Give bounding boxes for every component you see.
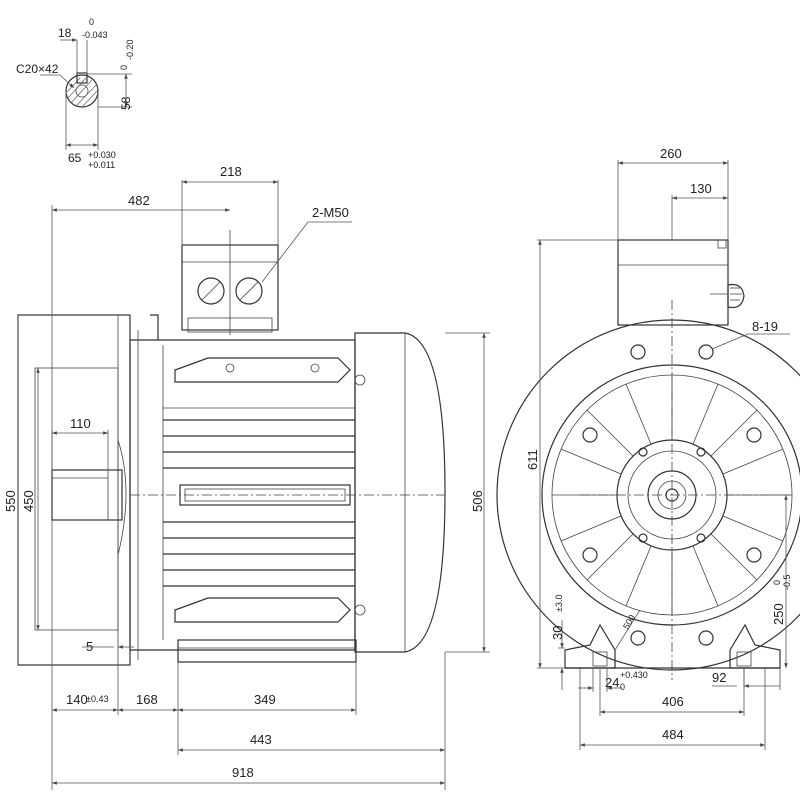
shaft-diameter-label: 65 [68,151,82,165]
cooling-fins [163,407,355,587]
motor-foot [177,639,357,663]
end-view: 260 130 611 8-19 500 30 ±3.0 250 0 -0.5 … [496,146,800,750]
end-terminal-box [617,239,729,326]
foot-offset-label: 168 [136,692,158,707]
foot-pad-label: 92 [712,670,726,685]
end-height-label: 611 [525,449,540,470]
end-foot-left [564,623,616,669]
overall-length-label: 918 [232,765,254,780]
bolt-holes-label: 8-19 [752,319,778,334]
foot-hole-spacing-label: 406 [662,694,684,709]
body-dia-label: 506 [470,490,485,512]
box-offset-label: 482 [128,193,150,208]
foot-hole-tol-upper: +0.430 [620,670,648,680]
foot-width-label: 484 [662,727,684,742]
foot-length-label: 443 [250,732,272,747]
fan-cover [354,332,446,653]
key-width-label: 18 [58,26,72,40]
end-foot-right [729,623,781,669]
shaft-diameter-tol-lower: +0.011 [88,160,115,170]
key-depth-label: 58 [119,96,133,110]
foot-height-tol-label: ±3.0 [554,595,564,612]
end-box-half-label: 130 [690,181,712,196]
flange-dia-label: 550 [3,490,18,512]
foot-hole-label: 24 [605,675,619,690]
key-depth-tol-lower: -0.20 [125,39,135,60]
center-height-label: 250 [771,603,786,625]
cable-gland-1 [197,277,225,305]
foot-height-label: 30 [550,626,565,640]
key-width-tol-lower: -0.043 [82,30,108,40]
key-depth-tol-upper: 0 [119,65,129,70]
shaft-cross-section: 18 0 -0.043 C20×42 58 0 -0.20 65 +0.030 … [16,17,135,170]
cable-entry-label: 2-M50 [312,205,349,220]
shaft [51,469,123,521]
chamfer-label: C20×42 [16,62,59,76]
terminal-box-width-label: 218 [220,164,242,179]
foot-span-label: 349 [254,692,276,707]
cable-gland-2 [235,277,263,305]
end-box-width-label: 260 [660,146,682,161]
spigot-depth-label: 5 [86,639,93,654]
center-height-tol-upper: 0 [772,580,782,585]
shaft-length-label: 110 [70,416,91,431]
center-height-tol-lower: -0.5 [782,574,792,590]
side-view: 218 482 2-M50 110 550 450 5 506 140 ±0.4… [3,164,490,790]
key-width-tol-upper: 0 [89,17,94,27]
spigot-dia-label: 450 [21,490,36,512]
shaft-diameter-tol-upper: +0.030 [88,150,116,160]
shaft-ext-tol-label: ±0.43 [86,694,108,704]
bolt-holes [582,344,762,646]
shaft-ext-label: 140 [66,692,88,707]
foot-hole-tol-lower: 0 [620,682,625,692]
